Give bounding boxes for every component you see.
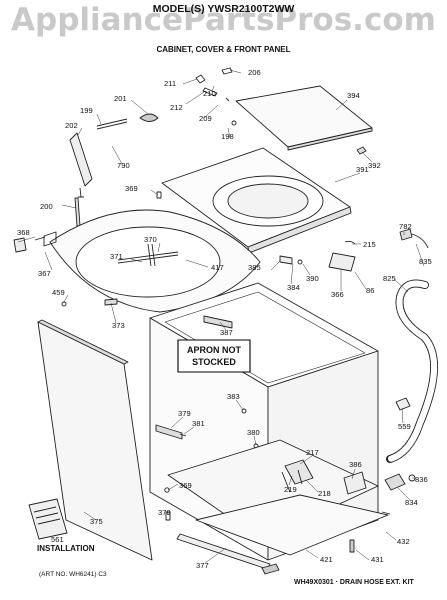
part-label-432: 432: [397, 537, 410, 546]
part-label-559: 559: [398, 422, 411, 431]
part-label-834: 834: [405, 498, 418, 507]
part-label-215: 215: [363, 240, 376, 249]
part-label-375: 375: [90, 517, 103, 526]
part-label-386: 386: [349, 460, 362, 469]
drain-hose-kit-note: WH49X0301 · DRAIN HOSE EXT. KIT: [294, 579, 414, 586]
page-subtitle: CABINET, COVER & FRONT PANEL: [156, 45, 291, 54]
part-label-369: 369: [125, 184, 138, 193]
page-title: MODEL(S) YWSR2100T2WW: [152, 3, 295, 15]
part-label-219: 219: [284, 485, 297, 494]
part-label-392: 392: [368, 161, 381, 170]
part-label-385: 385: [248, 263, 261, 272]
drain-hose-drawing: [386, 279, 438, 463]
part-label-370: 370: [144, 235, 157, 244]
part-label-86: 86: [366, 286, 374, 295]
part-label-368: 368: [17, 228, 30, 237]
part-label-421: 421: [320, 555, 333, 564]
art-number: (ART NO. WH6241) C3: [39, 571, 107, 578]
part-label-836: 836: [415, 475, 428, 484]
part-label-201: 201: [114, 94, 127, 103]
part-label-367: 367: [38, 269, 51, 278]
part-label-199: 199: [80, 106, 93, 115]
part-label-371: 371: [110, 252, 123, 261]
installation-label: INSTALLATION: [37, 544, 95, 553]
part-label-825: 825: [383, 274, 396, 283]
part-label-384: 384: [287, 283, 300, 292]
part-label-381: 381: [192, 419, 205, 428]
part-label-218: 218: [318, 489, 331, 498]
part-label-369: 369: [179, 481, 192, 490]
watermark: AppliancePartsPros.com: [11, 2, 436, 38]
callout-line-1: APRON NOT: [187, 345, 241, 355]
part-label-200: 200: [40, 202, 53, 211]
part-label-790: 790: [117, 161, 130, 170]
part-label-459: 459: [52, 288, 65, 297]
part-label-373: 373: [112, 321, 125, 330]
installation-part-number: 561: [51, 535, 64, 544]
part-label-390: 390: [306, 274, 319, 283]
part-label-379: 379: [178, 409, 191, 418]
part-label-210: 210: [203, 89, 216, 98]
part-label-206: 206: [248, 68, 261, 77]
part-label-378: 378: [158, 508, 171, 517]
part-label-417: 417: [211, 263, 224, 272]
part-label-377: 377: [196, 561, 209, 570]
part-label-209: 209: [199, 114, 212, 123]
installation-note: 561 INSTALLATION: [37, 535, 94, 553]
callout-line-2: STOCKED: [192, 357, 236, 367]
apron-not-stocked-callout: APRON NOT STOCKED: [181, 344, 247, 368]
part-label-212: 212: [170, 103, 183, 112]
part-label-198: 198: [221, 132, 234, 141]
part-label-394: 394: [347, 91, 360, 100]
part-label-202: 202: [65, 121, 78, 130]
part-label-383: 383: [227, 392, 240, 401]
part-label-391: 391: [356, 165, 369, 174]
part-label-366: 366: [331, 290, 344, 299]
part-label-387: 387: [220, 328, 233, 337]
part-label-835: 835: [419, 257, 432, 266]
part-label-217: 217: [306, 448, 319, 457]
part-label-211: 211: [164, 79, 176, 88]
part-label-431: 431: [371, 555, 384, 564]
part-label-380: 380: [247, 428, 260, 437]
part-label-782: 782: [399, 222, 412, 231]
